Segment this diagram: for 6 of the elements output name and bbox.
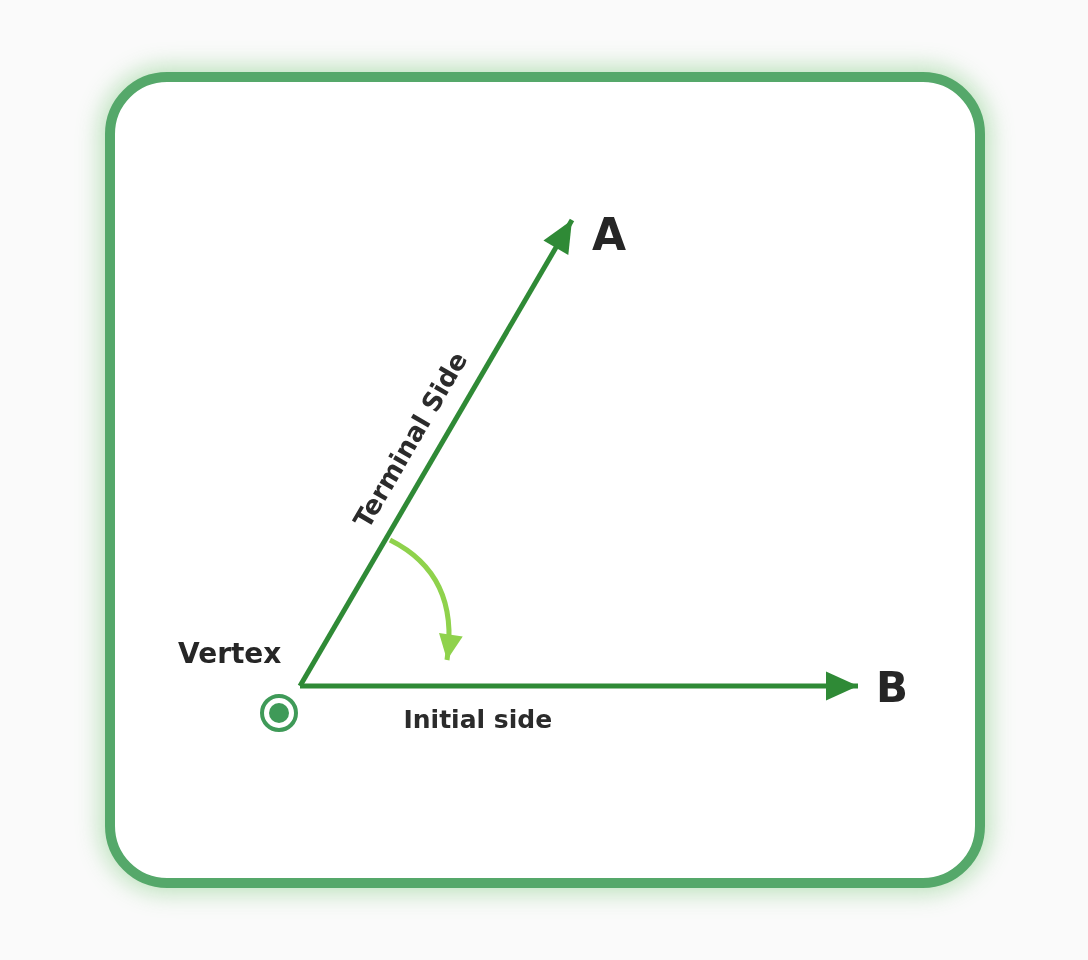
ray-arrow <box>297 218 575 688</box>
ray-arrow <box>300 671 858 701</box>
point-label: A <box>591 213 626 257</box>
point-label: Vertex <box>178 640 282 668</box>
point-label: B <box>876 667 908 709</box>
edge-label: Initial side <box>403 706 553 732</box>
